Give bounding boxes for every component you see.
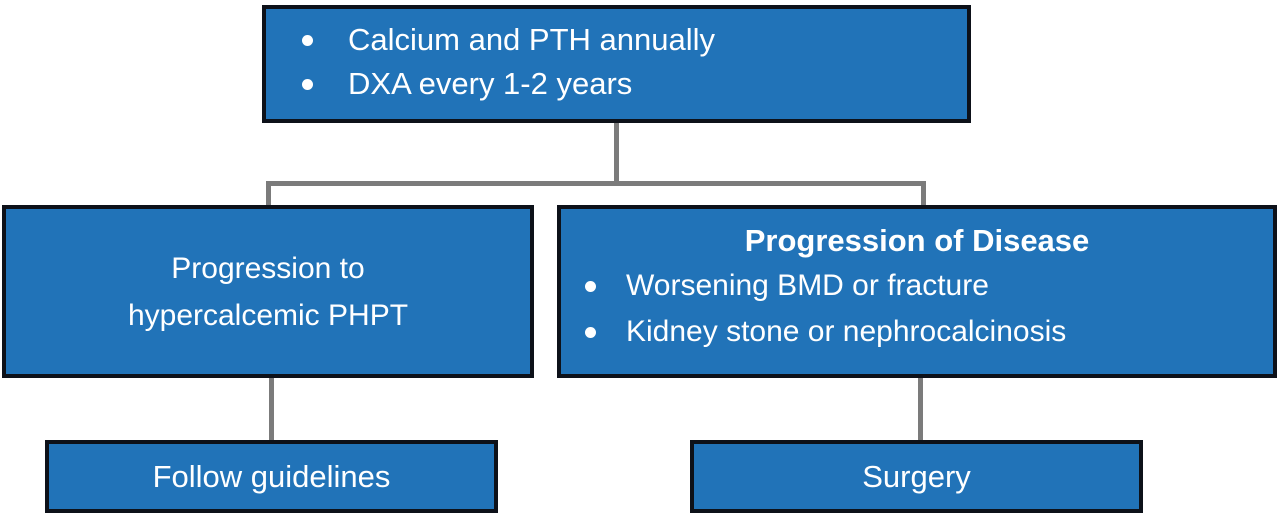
right-branch-bullet-text: Kidney stone or nephrocalcinosis [626, 315, 1067, 348]
connector-right-outcome [918, 375, 923, 444]
bullet-icon [302, 78, 313, 90]
right-outcome-label: Surgery [862, 458, 971, 494]
connector-branch-horizontal [266, 181, 926, 186]
monitoring-box: Calcium and PTH annually DXA every 1-2 y… [262, 5, 971, 123]
bullet-icon [302, 34, 313, 46]
left-branch-line2: hypercalcemic PHPT [127, 298, 409, 332]
bullet-icon [585, 280, 596, 292]
left-outcome-box: Follow guidelines [45, 440, 498, 513]
monitoring-bullet-row: Calcium and PTH annually [266, 18, 967, 62]
connector-top-stem [614, 121, 619, 183]
right-branch-bullet-row: Worsening BMD or fracture [561, 263, 1273, 309]
monitoring-bullet-row: DXA every 1-2 years [266, 62, 967, 106]
left-branch-box: Progression to hypercalcemic PHPT [2, 205, 534, 378]
right-branch-bullet-text: Worsening BMD or fracture [626, 269, 989, 302]
bullet-icon [585, 326, 596, 338]
left-outcome-label: Follow guidelines [152, 458, 391, 494]
right-outcome-box: Surgery [690, 440, 1143, 513]
right-branch-bullet-row: Kidney stone or nephrocalcinosis [561, 309, 1273, 355]
connector-left-drop [266, 181, 271, 209]
monitoring-bullet-text: Calcium and PTH annually [348, 22, 716, 57]
connector-right-drop [921, 181, 926, 209]
left-branch-label: Progression to hypercalcemic PHPT [128, 245, 408, 339]
right-branch-box: Progression of Disease Worsening BMD or … [557, 205, 1277, 378]
connector-left-outcome [269, 375, 274, 444]
monitoring-bullet-text: DXA every 1-2 years [348, 66, 633, 101]
right-branch-title: Progression of Disease [744, 223, 1090, 258]
left-branch-line1: Progression to [171, 251, 365, 285]
